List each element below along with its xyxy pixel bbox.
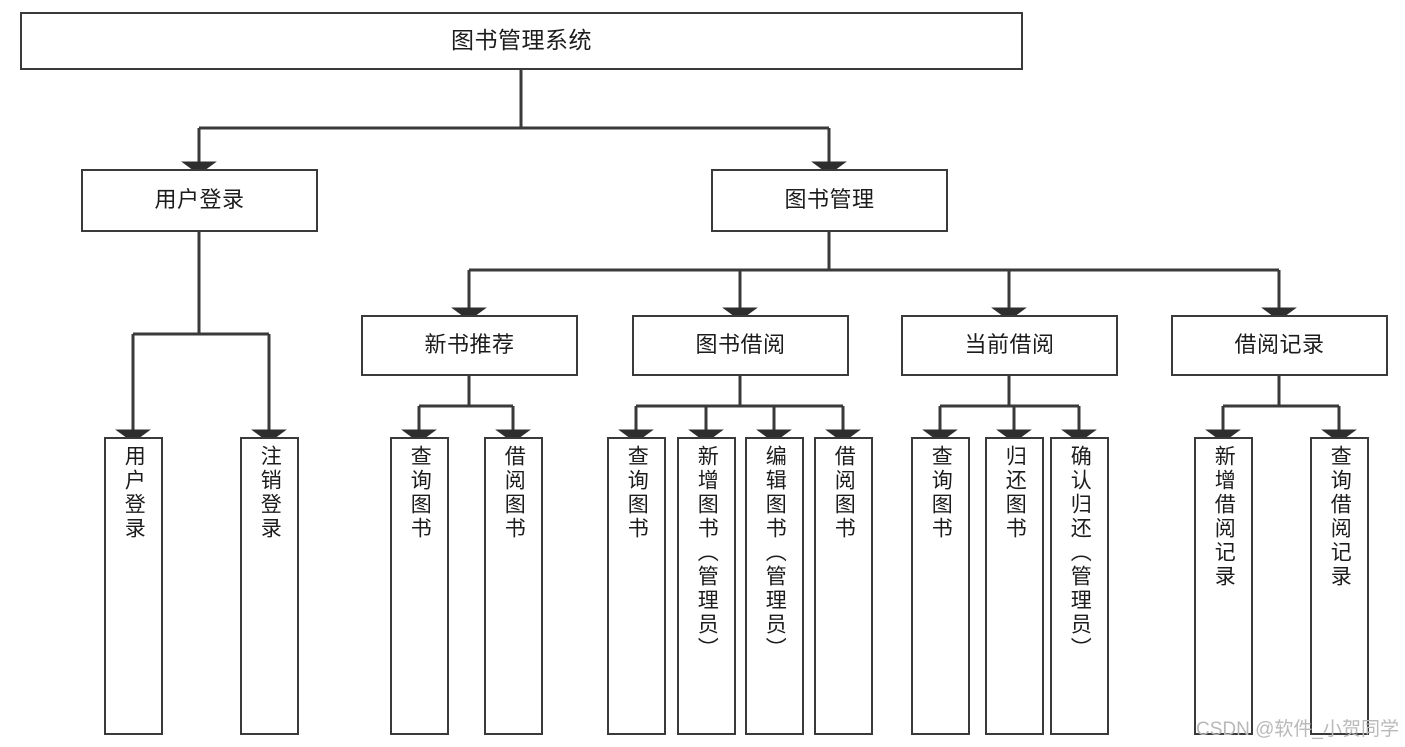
node-label-leaf-add-record: 新增借阅记录 — [1212, 445, 1236, 589]
node-label-leaf-confirm-return: 确认归还（管理员） — [1068, 445, 1092, 661]
node-new-book-recommend[interactable]: 新书推荐 — [361, 315, 578, 376]
node-label-borrow-record: 借阅记录 — [1234, 332, 1325, 358]
node-label-leaf-borrow-book-1: 借阅图书 — [502, 445, 526, 541]
node-label-book-manage: 图书管理 — [784, 187, 875, 213]
node-leaf-logout[interactable]: 注销登录 — [240, 437, 299, 735]
node-leaf-borrow-book-2[interactable]: 借阅图书 — [814, 437, 873, 735]
node-label-leaf-add-book: 新增图书（管理员） — [695, 445, 719, 661]
node-label-leaf-query-book-2: 查询图书 — [625, 445, 649, 541]
connector-root-to-level1 — [181, 70, 847, 175]
node-current-borrow[interactable]: 当前借阅 — [901, 315, 1118, 376]
node-label-book-borrow: 图书借阅 — [695, 332, 786, 358]
node-root[interactable]: 图书管理系统 — [20, 12, 1023, 70]
node-label-current-borrow: 当前借阅 — [964, 332, 1055, 358]
node-label-leaf-borrow-book-2: 借阅图书 — [832, 445, 856, 541]
connector-book-manage-to-level2 — [451, 232, 1297, 321]
node-leaf-query-book-3[interactable]: 查询图书 — [911, 437, 970, 735]
node-label-root: 图书管理系统 — [451, 27, 592, 54]
node-user-login[interactable]: 用户登录 — [81, 169, 318, 232]
node-leaf-query-book-1[interactable]: 查询图书 — [390, 437, 449, 735]
node-book-manage[interactable]: 图书管理 — [711, 169, 948, 232]
node-leaf-borrow-book-1[interactable]: 借阅图书 — [484, 437, 543, 735]
node-leaf-confirm-return[interactable]: 确认归还（管理员） — [1050, 437, 1109, 735]
node-label-leaf-query-book-3: 查询图书 — [929, 445, 953, 541]
connector-user-login-to-leaves — [115, 232, 287, 443]
node-label-leaf-query-book-1: 查询图书 — [408, 445, 432, 541]
connector-group — [115, 70, 1357, 443]
node-label-leaf-user-login: 用户登录 — [122, 445, 146, 541]
node-leaf-user-login[interactable]: 用户登录 — [104, 437, 163, 735]
node-leaf-add-record[interactable]: 新增借阅记录 — [1194, 437, 1253, 735]
node-leaf-edit-book[interactable]: 编辑图书（管理员） — [745, 437, 804, 735]
csdn-watermark: CSDN @软件_小贺同学 — [1196, 719, 1399, 740]
node-label-leaf-query-record: 查询借阅记录 — [1328, 445, 1352, 589]
node-leaf-query-record[interactable]: 查询借阅记录 — [1310, 437, 1369, 735]
connector-current-borrow-to-leaves — [922, 376, 1097, 443]
node-borrow-record[interactable]: 借阅记录 — [1171, 315, 1388, 376]
node-label-leaf-return-book: 归还图书 — [1003, 445, 1027, 541]
node-label-leaf-edit-book: 编辑图书（管理员） — [763, 445, 787, 661]
node-label-new-book-recommend: 新书推荐 — [424, 332, 515, 358]
connector-borrow-record-to-leaves — [1205, 376, 1357, 443]
node-leaf-query-book-2[interactable]: 查询图书 — [607, 437, 666, 735]
node-label-user-login: 用户登录 — [154, 187, 245, 213]
node-leaf-return-book[interactable]: 归还图书 — [985, 437, 1044, 735]
node-leaf-add-book[interactable]: 新增图书（管理员） — [677, 437, 736, 735]
node-book-borrow[interactable]: 图书借阅 — [632, 315, 849, 376]
connector-book-borrow-to-leaves — [618, 376, 861, 443]
node-label-leaf-logout: 注销登录 — [258, 445, 282, 541]
connector-new-book-recommend-to-leaves — [401, 376, 531, 443]
